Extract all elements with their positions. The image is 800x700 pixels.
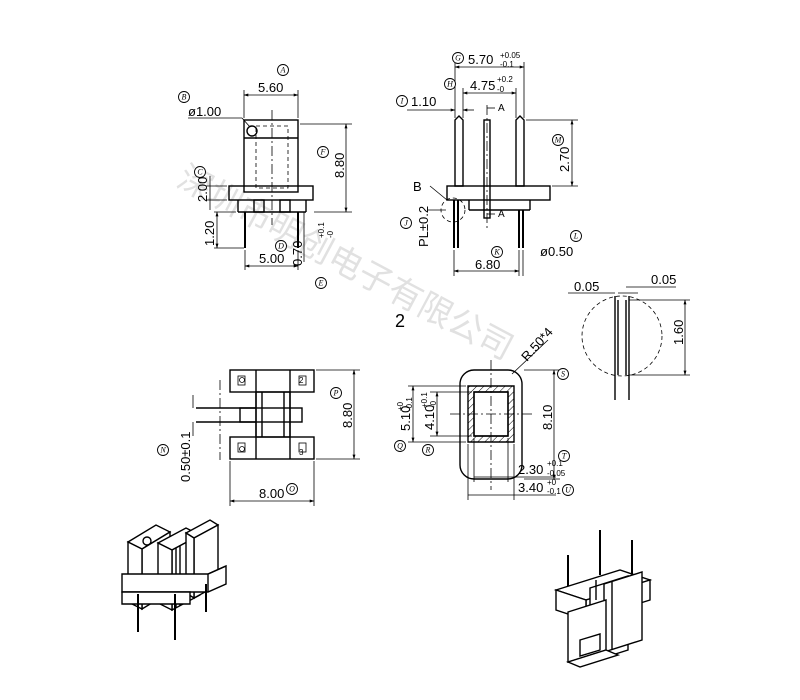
- dim-pin-diameter: ø0.50: [540, 244, 573, 259]
- dim-flange: 1.10: [411, 94, 436, 109]
- svg-text:-0: -0: [497, 85, 505, 94]
- dim-section-inner-w: 2.30: [518, 462, 543, 477]
- dim-pin-dia: 0.50±0.1: [178, 431, 193, 482]
- dim-pin-height: 1.20: [202, 221, 217, 246]
- bubble-p: P: [330, 387, 342, 399]
- svg-text:+0.2: +0.2: [497, 75, 513, 84]
- svg-text:-0.1: -0.1: [405, 397, 414, 411]
- svg-text:S: S: [561, 370, 565, 379]
- bubble-b: B: [178, 91, 190, 103]
- svg-text:-0.1: -0.1: [547, 487, 561, 496]
- detail-b-label: B: [413, 179, 422, 194]
- dim-inner-width: 4.75: [470, 78, 495, 93]
- svg-text:H: H: [446, 80, 454, 89]
- dim-section-inner-h: 4.10: [422, 405, 437, 430]
- front-view: 5.60 ø1.00 8.80 2.00 1.20 5.00 0.70 +0.1…: [178, 64, 352, 289]
- dim-outer-width: 5.70: [468, 52, 493, 67]
- svg-text:C: C: [197, 168, 203, 177]
- svg-text:F: F: [320, 148, 326, 157]
- svg-text:N: N: [159, 446, 166, 455]
- bubble-d: D: [275, 240, 287, 252]
- svg-text:L: L: [573, 232, 579, 241]
- bubble-l: L: [570, 230, 582, 242]
- bubble-i: I: [396, 95, 408, 107]
- dim-hole: ø1.00: [188, 104, 221, 119]
- dim-detail-height: 1.60: [671, 320, 686, 345]
- bubble-f: F: [317, 146, 329, 158]
- isometric-view-left: [121, 519, 227, 640]
- svg-text:B: B: [182, 93, 187, 102]
- svg-text:+0: +0: [547, 478, 557, 487]
- bubble-r: R: [422, 444, 434, 456]
- svg-text:A: A: [498, 209, 505, 220]
- svg-text:R: R: [425, 446, 431, 455]
- svg-text:P: P: [333, 389, 339, 398]
- figure-label: 2: [395, 311, 405, 331]
- svg-text:K: K: [493, 248, 500, 257]
- bubble-k: K: [491, 246, 503, 258]
- dim-pitch: 5.00: [259, 251, 284, 266]
- svg-text:3: 3: [299, 448, 304, 457]
- bubble-q: Q: [394, 440, 406, 452]
- svg-text:-0: -0: [429, 400, 438, 408]
- dim-section-outer-h: 5.10: [398, 406, 413, 431]
- bubble-g: G: [452, 52, 464, 64]
- svg-text:Q: Q: [397, 442, 403, 451]
- side-view: B A A 5.70 +0.05 -0.1 4.75 +0.2 -0 1.10 …: [396, 51, 582, 276]
- bottom-view: 2 3 0.50±0.1 8.80 8.00 N O P: [157, 369, 360, 506]
- svg-text:D: D: [277, 242, 284, 251]
- svg-text:A: A: [280, 66, 286, 75]
- dim-section-outer-w: 3.40: [518, 480, 543, 495]
- svg-text:T: T: [562, 452, 567, 461]
- svg-text:+0.1: +0.1: [317, 222, 326, 238]
- svg-text:+0.05: +0.05: [500, 51, 521, 60]
- dim-span: 6.80: [475, 257, 500, 272]
- bubble-a: A: [277, 64, 289, 76]
- bubble-o: O: [286, 483, 298, 495]
- bubble-j: J: [400, 217, 412, 229]
- watermark: 深圳市明创电子有限公司: [171, 158, 520, 369]
- svg-text:I: I: [400, 97, 404, 106]
- pin1-hole-icon: [246, 125, 258, 137]
- svg-text:M: M: [554, 136, 563, 145]
- svg-text:+0.1: +0.1: [420, 392, 429, 408]
- dim-height: 8.80: [332, 153, 347, 178]
- dim-base-height: 2.00: [195, 177, 210, 202]
- svg-text:2: 2: [299, 376, 304, 385]
- dim-detail-right: 0.05: [651, 272, 676, 287]
- svg-text:U: U: [565, 486, 572, 495]
- bubble-m: M: [552, 134, 564, 146]
- svg-text:A: A: [498, 103, 505, 114]
- dim-length: 8.00: [259, 486, 284, 501]
- dim-right-height: 2.70: [557, 147, 572, 172]
- bubble-s: S: [557, 368, 569, 380]
- bubble-e: E: [315, 277, 327, 289]
- dim-radius: R.50*4: [518, 324, 556, 364]
- bubble-t: T: [558, 450, 570, 462]
- svg-text:+0.1: +0.1: [547, 459, 563, 468]
- isometric-view-right: [553, 530, 653, 668]
- dim-pin-width: 0.70: [290, 241, 305, 266]
- dim-section-total-h: 8.10: [540, 405, 555, 430]
- dim-pl: PL±0.2: [416, 206, 431, 247]
- detail-b-view: 0.05 0.05 1.60: [568, 272, 690, 400]
- bubble-u: U: [562, 484, 574, 496]
- bubble-n: N: [157, 444, 169, 456]
- svg-text:O: O: [289, 485, 295, 494]
- bubble-c: C: [194, 166, 206, 178]
- dim-width: 5.60: [258, 80, 283, 95]
- svg-text:+0: +0: [396, 401, 405, 411]
- svg-text:J: J: [404, 219, 408, 228]
- bubble-h: H: [444, 78, 456, 90]
- svg-text:E: E: [318, 279, 324, 288]
- svg-text:-0.05: -0.05: [547, 469, 566, 478]
- svg-text:-0: -0: [326, 230, 335, 238]
- svg-text:-0.1: -0.1: [500, 60, 514, 69]
- dim-bottom-height: 8.80: [340, 403, 355, 428]
- dim-detail-left: 0.05: [574, 279, 599, 294]
- svg-text:G: G: [455, 54, 461, 63]
